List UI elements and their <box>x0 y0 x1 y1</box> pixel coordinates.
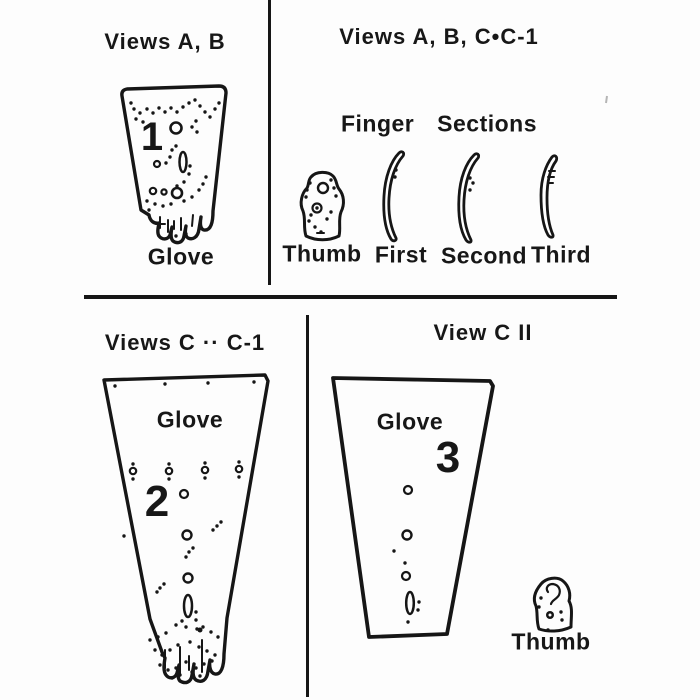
divider-vertical-bottom <box>306 315 309 697</box>
finger-section-first-drawing <box>382 150 406 243</box>
glove-2-piece-number: 2 <box>144 477 170 526</box>
glove-2-label: Glove <box>156 406 224 433</box>
thumb-piece-bottom-drawing <box>532 576 573 633</box>
finger-section-third-drawing <box>539 154 559 239</box>
glove-3-label: Glove <box>376 408 444 435</box>
panel-title: View C II <box>433 320 533 345</box>
glove-1-label: Glove <box>147 243 215 270</box>
glove-3-piece-number: 3 <box>435 433 461 482</box>
second-finger-label: Second <box>440 242 528 269</box>
panel-title: Views A, B, C•C-1 <box>339 24 539 49</box>
thumb-piece-bottom-label: Thumb <box>511 628 591 655</box>
panel-title: Views A, B <box>104 29 226 54</box>
glove-1-drawing <box>120 84 228 245</box>
finger-section-second-drawing <box>457 152 481 244</box>
glove-1-piece-number: 1 <box>140 115 164 159</box>
panel-title: Views C ·· C-1 <box>104 330 266 355</box>
finger-sections-heading: Finger Sections <box>340 110 538 137</box>
thumb-piece-label: Thumb <box>282 240 362 267</box>
divider-horizontal <box>84 295 617 299</box>
first-finger-label: First <box>374 241 428 268</box>
scan-artifact <box>605 95 608 104</box>
divider-vertical-top <box>268 0 271 285</box>
third-finger-label: Third <box>531 241 591 268</box>
thumb-piece-top-drawing <box>299 170 345 242</box>
